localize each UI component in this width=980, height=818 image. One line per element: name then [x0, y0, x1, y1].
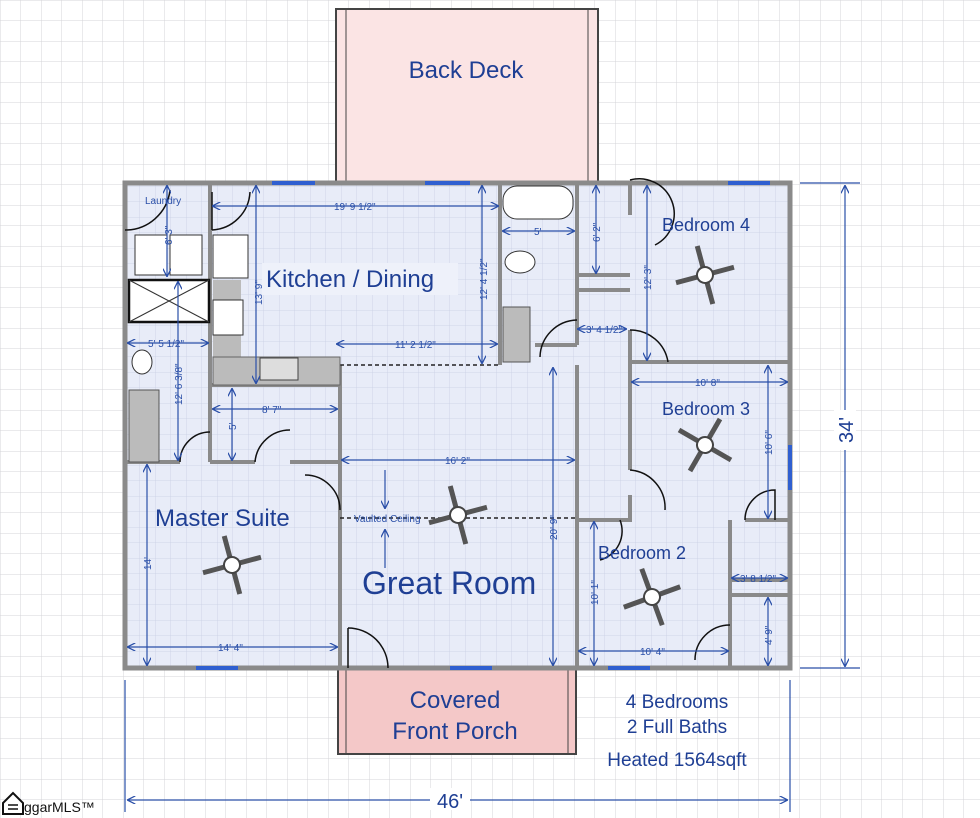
- bedroom4-label: Bedroom 4: [662, 215, 750, 235]
- dim-master-h: 14': [143, 557, 154, 570]
- bedrooms-count: 4 Bedrooms: [626, 692, 728, 713]
- vanity-icon: [502, 306, 531, 363]
- ceiling-fan-icon: [622, 567, 682, 627]
- front-porch: Covered Front Porch: [337, 667, 577, 755]
- summary: 4 Bedrooms 2 Full Baths Heated 1564sqft: [607, 692, 747, 771]
- dim-bed2-w: 10' 4": [640, 647, 665, 658]
- ceiling-fan-icon: [675, 245, 735, 305]
- fixtures: [127, 185, 574, 463]
- toilet-icon: [504, 250, 536, 274]
- stove-icon: [212, 299, 244, 336]
- dim-bed2-h: 10' 1": [590, 580, 601, 605]
- dim-closet4-h: 6' 2": [592, 222, 603, 242]
- dim-closet2b: 4' 9": [764, 625, 775, 645]
- dimension-labels: 19' 9 1/2" 13' 9" 12' 4 1/2" 11' 2 1/2" …: [143, 202, 858, 813]
- dim-hall-w: 3' 4 1/2": [586, 325, 622, 336]
- dim-great-w: 16' 2": [445, 456, 470, 467]
- dim-dining-width: 11' 2 1/2": [395, 340, 436, 351]
- vaulted-ceiling-label: Vaulted Ceiling: [354, 514, 421, 525]
- dimension-lines: [124, 182, 860, 812]
- dim-closet-h: 5': [228, 422, 239, 430]
- doors: [124, 178, 776, 669]
- sink-icon: [259, 357, 299, 381]
- dim-kitchen-depth: 13' 9": [254, 280, 265, 305]
- dim-kitchen-right: 12' 4 1/2": [479, 258, 490, 300]
- heated-sqft: Heated 1564sqft: [607, 750, 747, 771]
- bedroom3-label: Bedroom 3: [662, 399, 750, 419]
- great-room-label: Great Room: [362, 565, 536, 601]
- baths-count: 2 Full Baths: [627, 717, 727, 738]
- dim-master-w: 14' 4": [218, 643, 243, 654]
- ceiling-fan-icon: [428, 485, 488, 545]
- ceiling-fan-icon: [202, 535, 262, 595]
- dim-bed3-w: 10' 8": [695, 378, 720, 389]
- back-deck-label: Back Deck: [409, 57, 525, 84]
- kitchen-dining-label: Kitchen / Dining: [266, 266, 434, 293]
- bedroom2-label: Bedroom 2: [598, 543, 686, 563]
- ceiling-fans: [202, 245, 735, 627]
- back-deck: Back Deck: [335, 8, 599, 184]
- windows: [196, 181, 792, 670]
- dim-overall-height: 34': [836, 417, 858, 443]
- toilet-icon: [131, 349, 153, 375]
- master-suite-label: Master Suite: [155, 505, 290, 532]
- dim-closet-w: 8' 7": [262, 405, 282, 416]
- dim-great-h: 20' 9": [549, 515, 560, 540]
- mls-watermark: ggarMLS™: [2, 791, 95, 815]
- ceiling-fan-icon: [677, 417, 733, 473]
- laundry-label: Laundry: [145, 196, 181, 207]
- bathtub-icon: [502, 185, 574, 220]
- porch-label-line2: Front Porch: [392, 718, 517, 745]
- dim-bed3-h: 10' 6": [764, 430, 775, 455]
- dim-closet2a: 3' 8 1/2": [740, 574, 776, 585]
- washer-icon: [134, 234, 168, 276]
- dim-bed4-h: 12' 3": [643, 265, 654, 290]
- dim-master-bath-w: 5' 5 1/2": [148, 339, 184, 350]
- dim-bath-w: 5': [534, 227, 542, 238]
- dim-laundry: 6' 3": [164, 225, 175, 245]
- porch-label-line1: Covered: [410, 687, 501, 714]
- dim-overall-width: 46': [437, 791, 463, 813]
- dim-kitchen-width: 19' 9 1/2": [334, 202, 376, 213]
- refrigerator-icon: [212, 234, 249, 279]
- dim-master-bath-h: 12' 6 3/8": [174, 363, 185, 405]
- vanity-icon: [128, 389, 160, 463]
- watermark-text: ggarMLS™: [24, 799, 95, 815]
